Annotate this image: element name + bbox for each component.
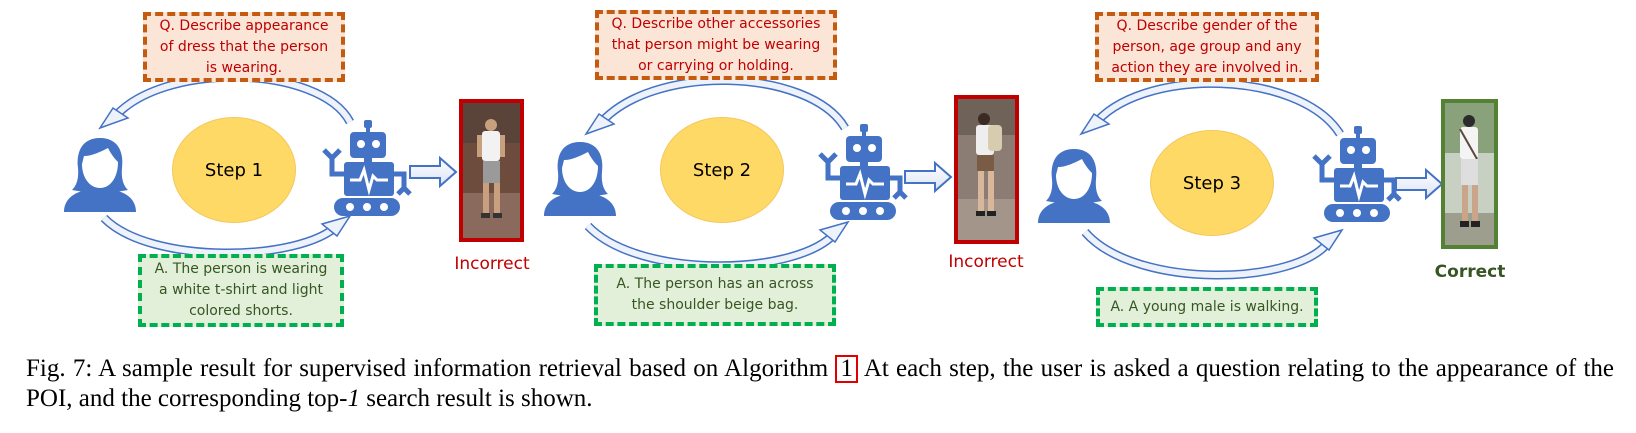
question-text: Q. Describe appearance of dress that the… xyxy=(159,17,329,76)
right-arrow-icon xyxy=(409,155,458,189)
question-box: Q. Describe gender of the person, age gr… xyxy=(1095,12,1319,82)
figure-caption: Fig. 7: A sample result for supervised i… xyxy=(26,354,1614,414)
right-arrow-icon xyxy=(904,160,953,194)
question-text: Q. Describe other accessories that perso… xyxy=(611,15,821,74)
answer-text: A. The person is wearing a white t-shirt… xyxy=(154,261,328,319)
step-circle: Step 1 xyxy=(172,117,296,223)
right-arrow-icon xyxy=(1395,167,1444,201)
caption-prefix: Fig. 7: A sample result for supervised i… xyxy=(26,355,836,382)
step-label: Step 3 xyxy=(1182,172,1242,194)
person-photo xyxy=(463,103,520,238)
person-photo xyxy=(1445,103,1494,245)
result-label: Incorrect xyxy=(454,254,530,274)
step-label: Step 2 xyxy=(692,159,752,181)
result-image xyxy=(459,99,524,242)
answer-box: A. The person has an across the shoulder… xyxy=(594,264,836,326)
user-icon xyxy=(64,138,136,212)
curved-arrow-icon xyxy=(1079,79,1344,137)
curved-arrow-icon xyxy=(584,220,850,271)
answer-text: A. The person has an across the shoulder… xyxy=(616,276,814,313)
robot-icon xyxy=(322,120,412,216)
curved-arrow-icon xyxy=(1081,228,1344,280)
curved-arrow-icon xyxy=(584,76,849,136)
step-circle: Step 3 xyxy=(1150,130,1274,236)
figure: Q. Describe appearance of dress that the… xyxy=(64,10,1506,327)
question-text: Q. Describe gender of the person, age gr… xyxy=(1111,17,1303,76)
answer-box: A. The person is wearing a white t-shirt… xyxy=(138,254,344,327)
robot-icon xyxy=(1312,126,1402,222)
person-photo xyxy=(958,99,1015,240)
curved-arrow-icon xyxy=(100,214,352,258)
question-box: Q. Describe appearance of dress that the… xyxy=(143,12,345,82)
question-box: Q. Describe other accessories that perso… xyxy=(595,10,837,80)
user-icon xyxy=(1038,149,1110,223)
step-circle: Step 2 xyxy=(660,117,784,223)
caption-suffix: search result is shown. xyxy=(359,385,593,412)
algorithm-reference-link[interactable]: 1 xyxy=(835,355,858,383)
robot-icon xyxy=(818,124,908,220)
result-image xyxy=(1441,99,1498,249)
answer-box: A. A young male is walking. xyxy=(1096,287,1318,327)
caption-middle: At each step, the user is asked a questi… xyxy=(26,355,1614,412)
result-image xyxy=(954,95,1019,244)
user-icon xyxy=(544,142,616,216)
caption-italic: 1 xyxy=(347,385,360,412)
result-label: Incorrect xyxy=(948,252,1024,272)
step-label: Step 1 xyxy=(204,159,264,181)
answer-text: A. A young male is walking. xyxy=(1110,298,1304,315)
result-label: Correct xyxy=(1434,262,1506,282)
